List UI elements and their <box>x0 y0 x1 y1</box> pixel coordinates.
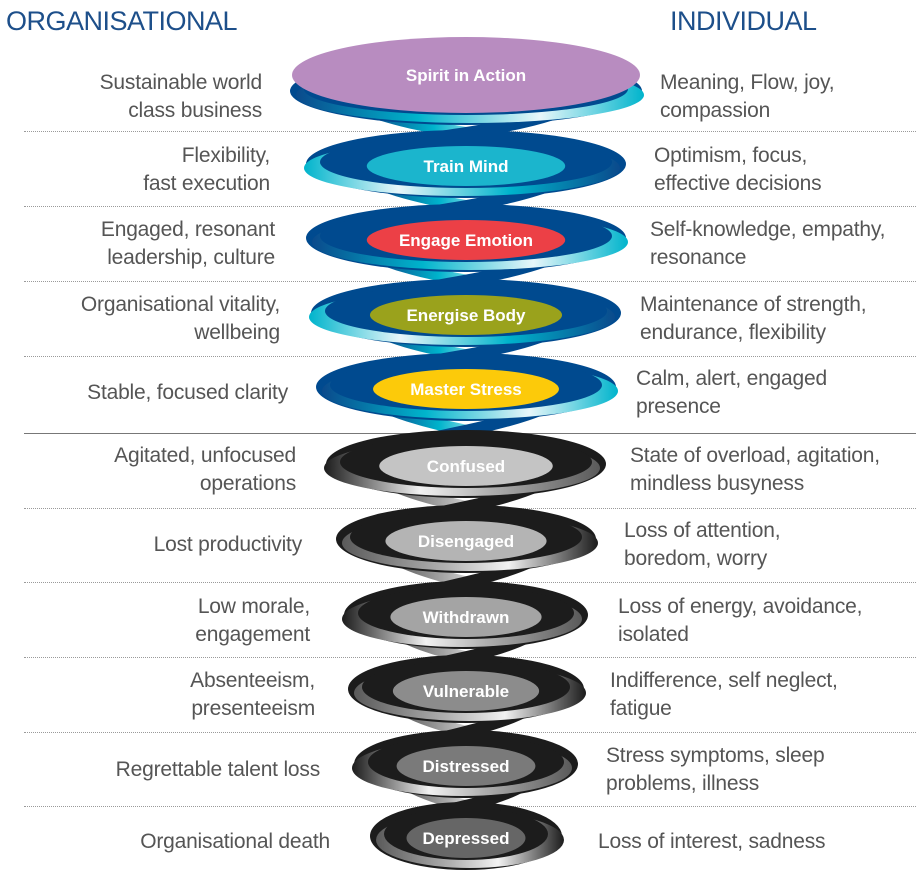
outcome-line: Flexibility, <box>181 144 270 167</box>
outcome-line: engagement <box>195 623 310 646</box>
individual-outcome: Calm, alert, engaged presence <box>636 365 827 421</box>
outcome-line: State of overload, agitation, <box>630 444 880 467</box>
outcome-line: Regrettable talent loss <box>115 758 321 781</box>
outcome-line: Absenteeism, <box>190 669 315 692</box>
outcome-line: Loss of energy, avoidance, <box>618 595 863 618</box>
outcome-line: fatigue <box>610 697 672 720</box>
level-disc <box>366 220 566 260</box>
level-label: Depressed <box>423 829 510 848</box>
outcome-line: Stable, focused clarity <box>87 381 288 404</box>
level-disc <box>385 521 547 561</box>
outcome-line: boredom, worry <box>624 547 768 570</box>
level-label: Vulnerable <box>423 682 509 701</box>
individual-outcome: Loss of attention, boredom, worry <box>624 517 781 573</box>
outcome-line: presence <box>636 395 721 418</box>
organisational-outcome: Organisational vitality, wellbeing <box>81 291 280 347</box>
organisational-outcome: Absenteeism, presenteeism <box>190 667 315 723</box>
level-label: Spirit in Action <box>406 66 526 85</box>
individual-outcome: Indifference, self neglect, fatigue <box>610 667 838 723</box>
outcome-line: Engaged, resonant <box>100 218 275 241</box>
level-disc <box>406 818 526 858</box>
spiral-level: Confused <box>324 430 606 531</box>
organisational-outcome: Sustainable world class business <box>99 69 263 125</box>
level-label: Train Mind <box>424 157 509 176</box>
outcome-line: Sustainable world <box>99 71 263 94</box>
outcome-line: Loss of attention, <box>624 519 781 542</box>
outcome-line: effective decisions <box>654 172 822 195</box>
outcome-line: compassion <box>660 99 771 122</box>
level-disc <box>392 671 540 711</box>
level-label: Confused <box>427 457 505 476</box>
outcome-line: Meaning, Flow, joy, <box>660 71 835 94</box>
outcome-line: Indifference, self neglect, <box>610 669 838 692</box>
level-disc <box>390 597 542 637</box>
level-disc <box>373 369 559 409</box>
outcome-line: leadership, culture <box>107 246 275 269</box>
level-label: Withdrawn <box>423 608 510 627</box>
level-disc <box>369 295 563 335</box>
spiral-level: Disengaged <box>336 505 598 607</box>
outcome-line: Lost productivity <box>153 533 303 556</box>
outcome-line: endurance, flexibility <box>640 321 826 344</box>
organisational-heading: ORGANISATIONAL <box>6 6 238 36</box>
outcome-line: wellbeing <box>194 321 280 344</box>
individual-outcome: Loss of energy, avoidance, isolated <box>618 593 862 649</box>
level-disc <box>396 746 536 786</box>
level-label: Energise Body <box>406 306 526 325</box>
level-label: Disengaged <box>418 532 514 551</box>
outcome-line: resonance <box>650 246 747 269</box>
outcome-line: class business <box>128 99 262 122</box>
outcome-line: Organisational vitality, <box>80 293 280 316</box>
outcome-line: Organisational death <box>140 830 330 853</box>
level-label: Master Stress <box>410 380 522 399</box>
level-label: Distressed <box>423 757 510 776</box>
organisational-outcome: Agitated, unfocused operations <box>114 442 296 498</box>
outcome-line: Self-knowledge, empathy, <box>650 218 886 241</box>
individual-outcome: Loss of interest, sadness <box>598 828 825 856</box>
spiral-level: Withdrawn <box>342 581 588 681</box>
level-disc <box>366 146 566 186</box>
outcome-line: Low morale, <box>197 595 310 618</box>
outcome-line: Stress symptoms, sleep <box>606 744 825 767</box>
organisational-outcome: Engaged, resonant leadership, culture <box>101 216 275 272</box>
individual-outcome: Optimism, focus, effective decisions <box>654 142 822 198</box>
outcome-line: Maintenance of strength, <box>640 293 867 316</box>
outcome-line: presenteeism <box>191 697 315 720</box>
individual-outcome: Stress symptoms, sleep problems, illness <box>606 742 825 798</box>
outcome-line: Agitated, unfocused <box>114 444 296 467</box>
individual-outcome: Self-knowledge, empathy, resonance <box>650 216 885 272</box>
individual-outcome: Maintenance of strength, endurance, flexi… <box>640 291 867 347</box>
outcome-line: Loss of interest, sadness <box>598 830 826 853</box>
outcome-line: problems, illness <box>606 772 759 795</box>
level-disc <box>292 37 640 113</box>
organisational-outcome: Flexibility, fast execution <box>143 142 270 198</box>
outcome-line: Optimism, focus, <box>654 144 808 167</box>
outcome-line: Calm, alert, engaged <box>636 367 827 390</box>
organisational-outcome: Organisational death <box>140 828 330 856</box>
spiral-level: Master Stress <box>316 353 618 456</box>
organisational-outcome: Lost productivity <box>153 531 303 559</box>
level-disc <box>379 446 553 486</box>
organisational-outcome: Stable, focused clarity <box>87 379 288 407</box>
individual-heading: INDIVIDUAL <box>670 6 817 36</box>
outcome-line: operations <box>199 472 296 495</box>
individual-outcome: State of overload, agitation, mindless bu… <box>630 442 880 498</box>
individual-outcome: Meaning, Flow, joy, compassion <box>660 69 835 125</box>
organisational-outcome: Regrettable talent loss <box>115 756 321 784</box>
outcome-line: isolated <box>618 623 689 646</box>
outcome-line: mindless busyness <box>630 472 805 495</box>
outcome-line: fast execution <box>143 172 270 195</box>
spiral-level: Depressed <box>370 802 564 870</box>
organisational-outcome: Low morale, engagement <box>195 593 310 649</box>
level-label: Engage Emotion <box>399 231 533 250</box>
